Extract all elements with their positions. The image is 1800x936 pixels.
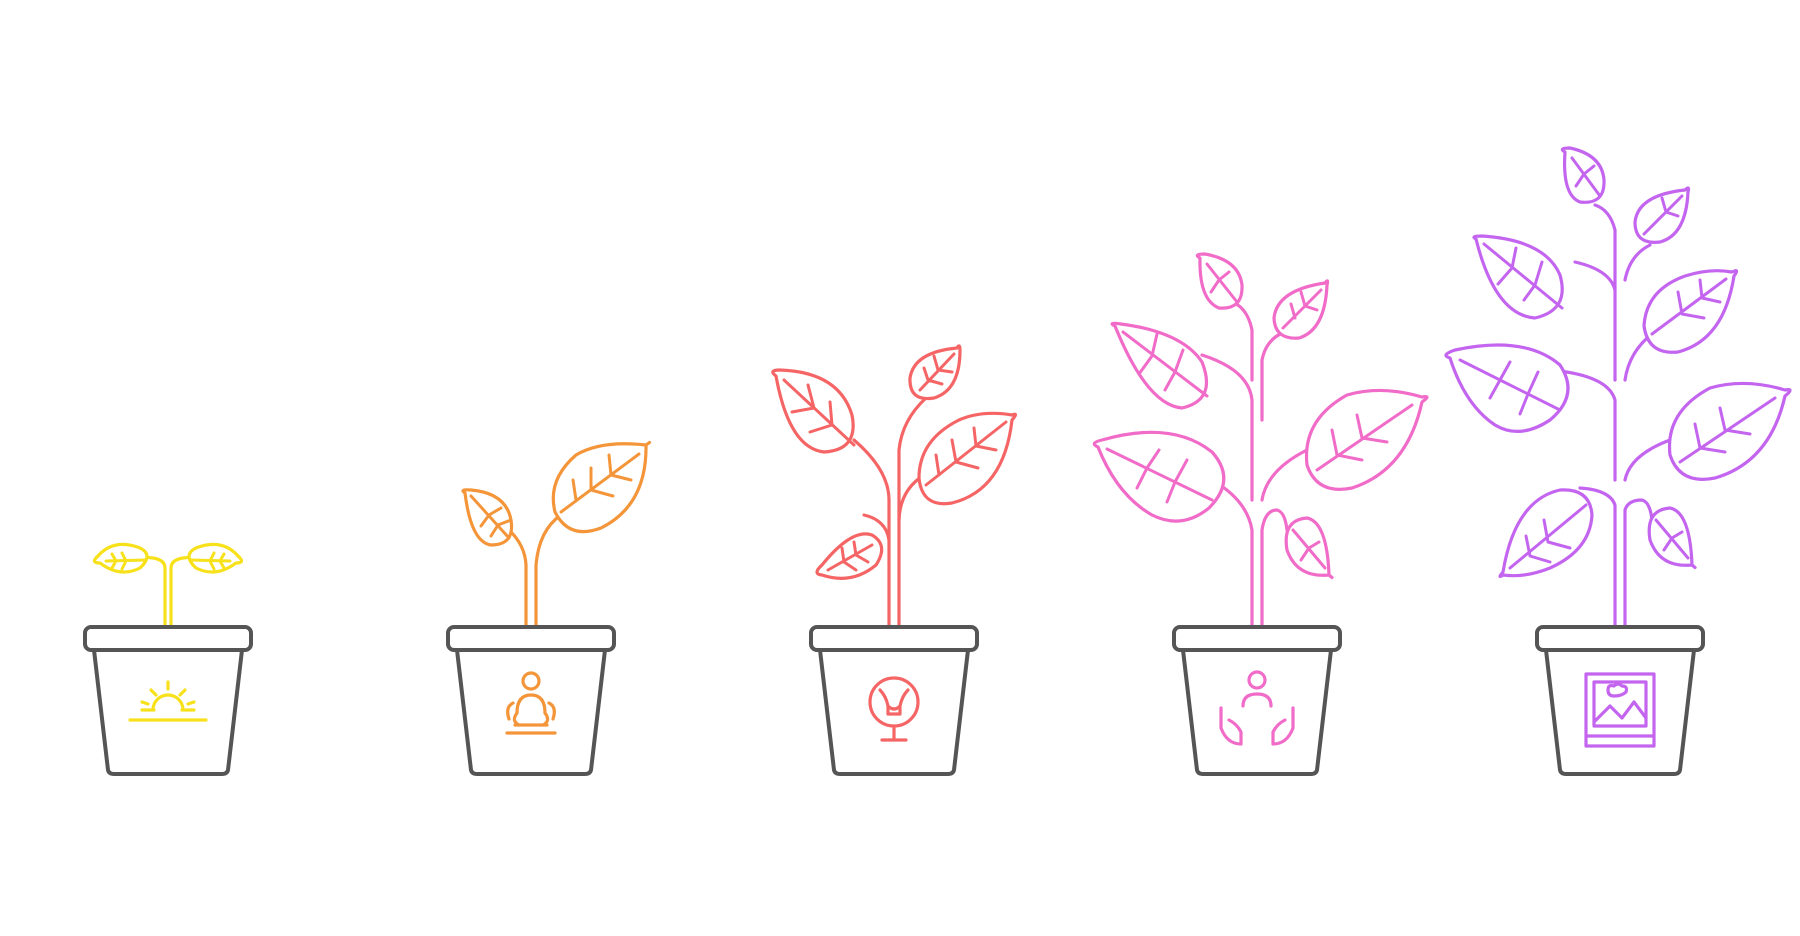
stage-4-pot	[1172, 625, 1342, 776]
stage-2-plant	[461, 440, 652, 627]
leaf	[1110, 321, 1209, 410]
caring-hands-icon	[1219, 670, 1295, 746]
stage-3-plant	[771, 344, 1018, 627]
leaf	[92, 542, 149, 574]
stage-2-pot	[446, 625, 616, 776]
stage-1-group	[83, 542, 253, 776]
meditation-icon	[505, 671, 557, 735]
stage-1-pot	[83, 625, 253, 776]
leaf	[771, 368, 855, 454]
stage-5-plant	[1444, 146, 1792, 627]
stage-5-group	[1444, 146, 1792, 776]
stage-4-plant	[1092, 252, 1429, 627]
leaf	[1472, 234, 1564, 320]
lounge-chair-icon	[868, 676, 920, 742]
stage-5-pot	[1535, 625, 1705, 776]
sunrise-icon	[128, 680, 208, 722]
leaf	[1092, 430, 1226, 523]
stage-4-group	[1092, 252, 1429, 776]
stage-3-group	[771, 344, 1018, 776]
stage-3-pot	[809, 625, 979, 776]
stage-1-plant	[92, 542, 244, 627]
leaf	[1642, 269, 1739, 354]
leaf	[187, 542, 244, 574]
leaf	[1444, 343, 1570, 433]
stage-2-group	[446, 440, 652, 776]
landscape-picture-icon	[1584, 672, 1656, 748]
leaf	[815, 532, 884, 580]
leaf	[917, 411, 1018, 506]
